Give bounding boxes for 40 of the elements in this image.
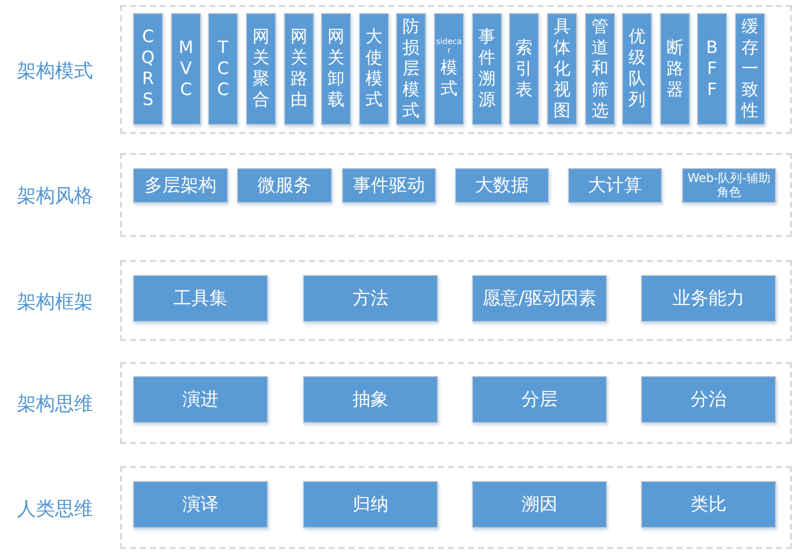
pattern-box: 索引表 <box>509 13 539 125</box>
pattern-box: 分层 <box>472 376 607 423</box>
pattern-box: 类比 <box>641 481 776 528</box>
pattern-box: 抽象 <box>303 376 438 423</box>
row-label: 架构风格 <box>16 184 94 209</box>
pattern-box: 防损层模式 <box>396 13 426 125</box>
pattern-box: 溯因 <box>472 481 607 528</box>
pattern-box: 多层架构 <box>133 168 228 203</box>
pattern-box: 演进 <box>133 376 268 423</box>
pattern-box: 缓存一致性 <box>735 13 765 125</box>
pattern-box: 断路器 <box>660 13 690 125</box>
row-label: 人类思维 <box>16 496 94 522</box>
pattern-box: MVC <box>171 13 201 125</box>
pattern-box: 分治 <box>641 376 776 423</box>
row-label: 架构框架 <box>16 290 94 314</box>
pattern-box: 大计算 <box>568 168 662 203</box>
pattern-box: sidecar 模式 <box>434 13 464 125</box>
pattern-box: 网关聚合 <box>246 13 276 125</box>
pattern-box: 网关卸载 <box>321 13 351 125</box>
pattern-box: Web-队列-辅助角色 <box>682 168 776 203</box>
pattern-box: 优级队列 <box>622 13 652 125</box>
pattern-box: 大使模式 <box>359 13 389 125</box>
pattern-box: 具体化视图 <box>547 13 577 125</box>
row-label: 架构思维 <box>16 392 94 417</box>
pattern-box: 微服务 <box>237 168 332 203</box>
pattern-box: 愿意/驱动因素 <box>472 275 607 322</box>
pattern-box: 事件溯源 <box>472 13 502 125</box>
pattern-box: BFF <box>697 13 727 125</box>
pattern-box: 业务能力 <box>641 275 776 322</box>
pattern-box: 归纳 <box>303 481 438 528</box>
pattern-box: 网关路由 <box>284 13 314 125</box>
row-label: 架构模式 <box>16 58 94 84</box>
pattern-box: CQRS <box>133 13 163 125</box>
pattern-box: 管道和筛选 <box>585 13 615 125</box>
pattern-box: 演译 <box>133 481 268 528</box>
pattern-box: 方法 <box>303 275 438 322</box>
pattern-box: TCC <box>208 13 238 125</box>
pattern-box: 事件驱动 <box>342 168 436 203</box>
pattern-box: 工具集 <box>133 275 268 322</box>
pattern-box: 大数据 <box>455 168 549 203</box>
